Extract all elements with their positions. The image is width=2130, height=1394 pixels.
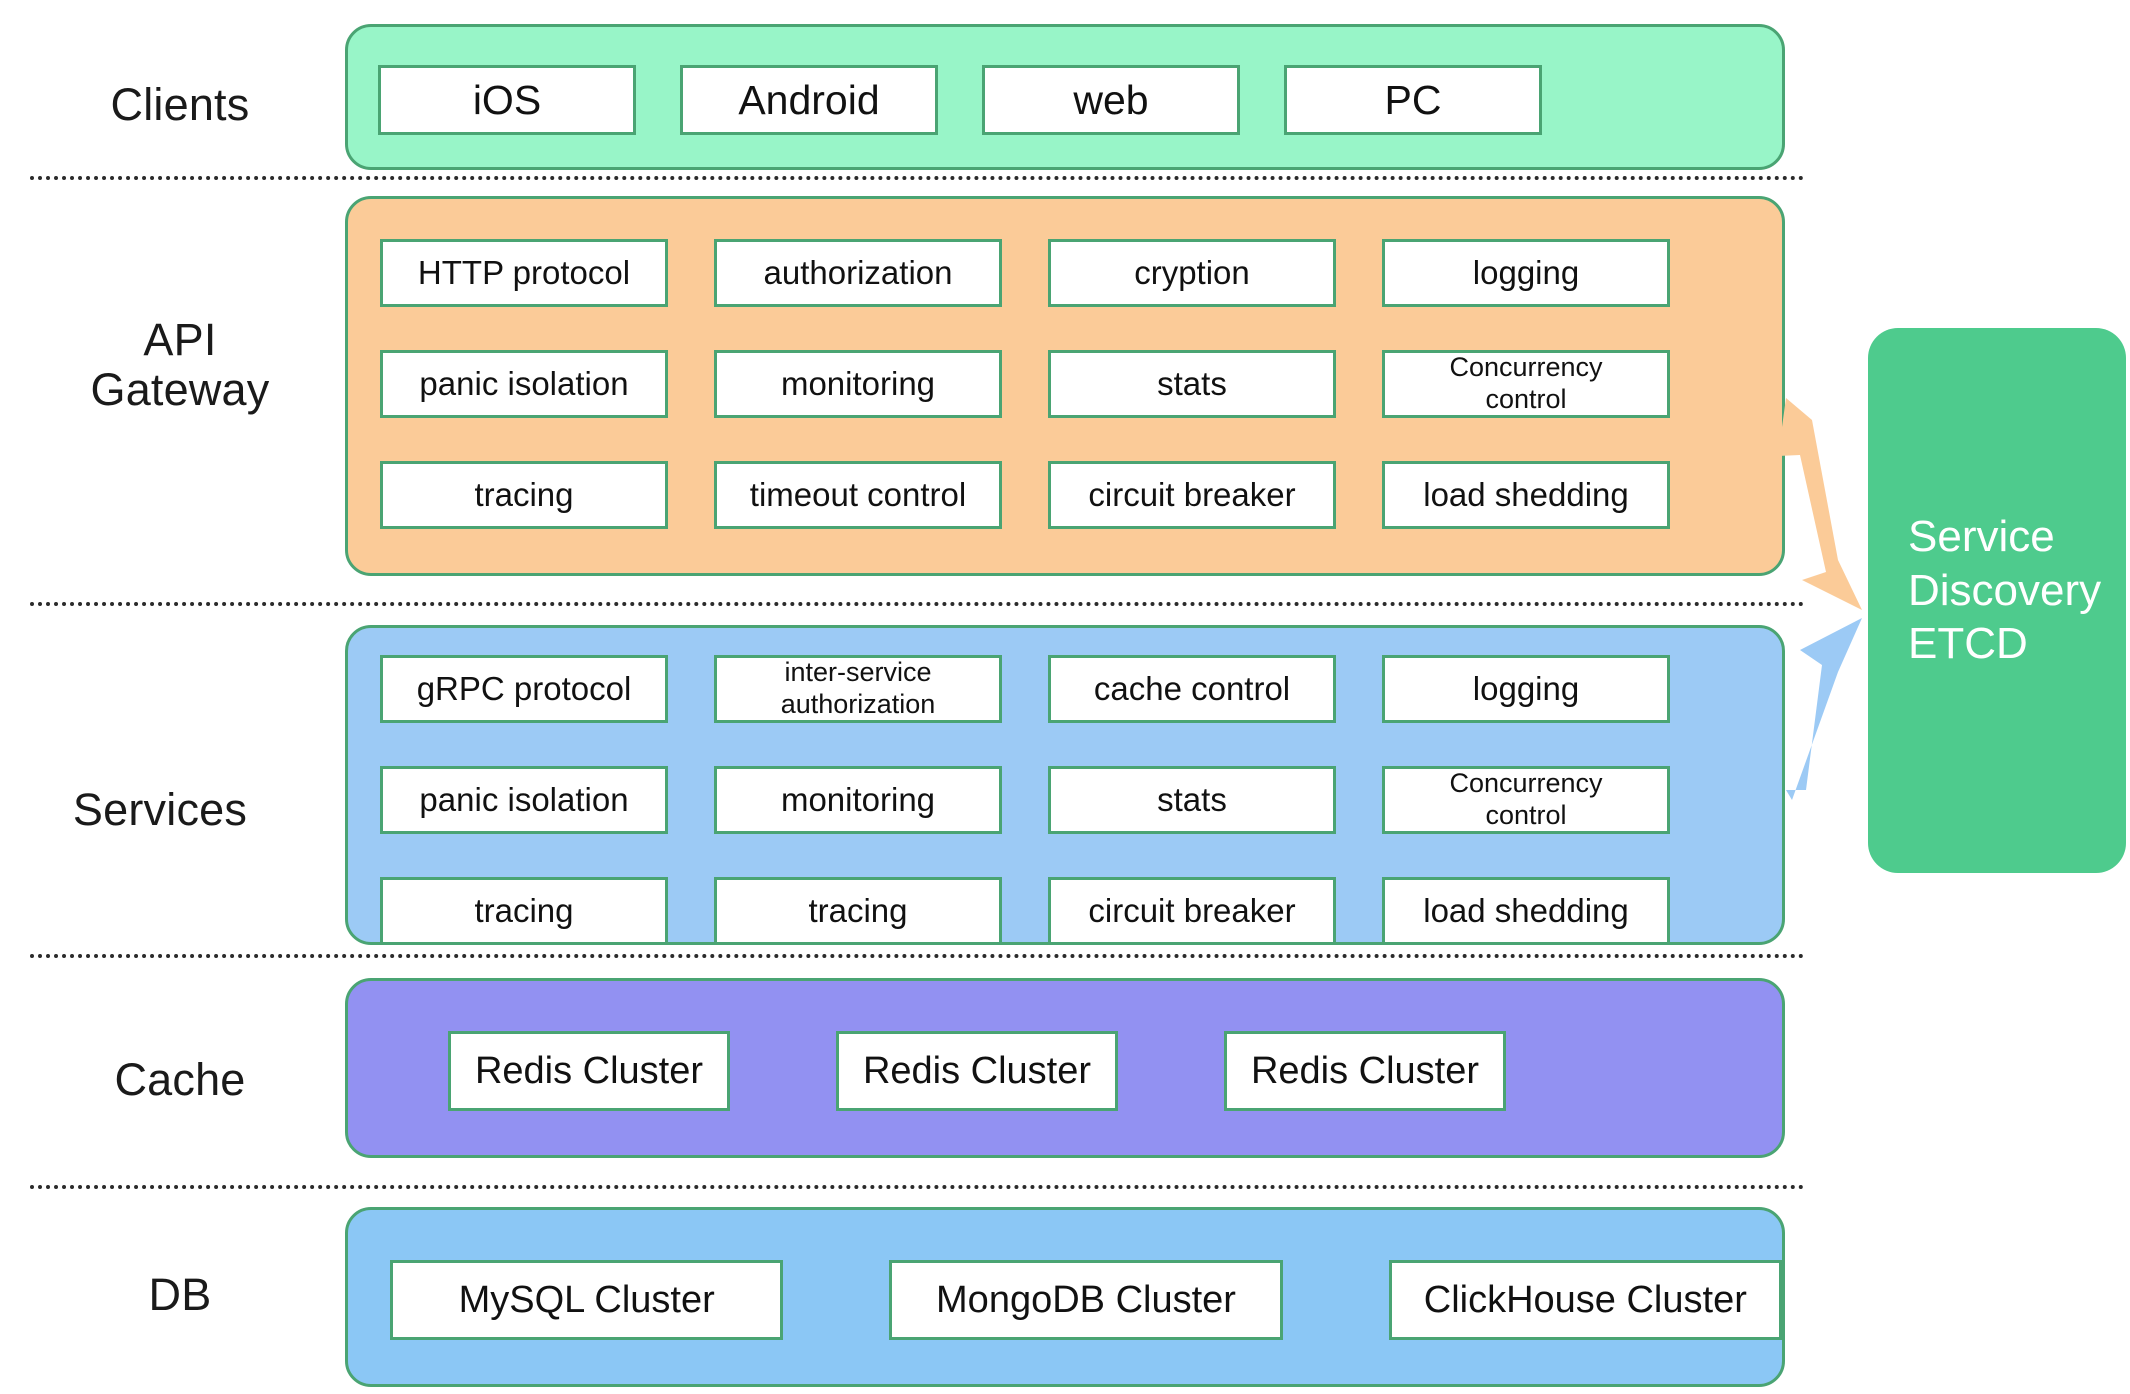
gateway-cell-logging[interactable]: logging: [1382, 239, 1670, 307]
services-cell-monitoring[interactable]: monitoring: [714, 766, 1002, 834]
client-cell-web[interactable]: web: [982, 65, 1240, 135]
gateway-cell-timeout-control[interactable]: timeout control: [714, 461, 1002, 529]
services-cell-inter-service-authorization[interactable]: inter-service authorization: [714, 655, 1002, 723]
services-row-3: tracing tracing circuit breaker load she…: [348, 877, 1782, 945]
services-cell-load-shedding[interactable]: load shedding: [1382, 877, 1670, 945]
row-label-cache: Cache: [114, 1054, 246, 1105]
gateway-cell-panic-isolation[interactable]: panic isolation: [380, 350, 668, 418]
gateway-cell-cryption[interactable]: cryption: [1048, 239, 1336, 307]
arrow-to-services-icon: [1786, 618, 1862, 800]
cache-cell-redis-cluster-1[interactable]: Redis Cluster: [448, 1031, 730, 1111]
gateway-cell-tracing[interactable]: tracing: [380, 461, 668, 529]
separator-gateway-services: [30, 602, 1805, 606]
cache-cell-redis-cluster-2[interactable]: Redis Cluster: [836, 1031, 1118, 1111]
panel-api-gateway: HTTP protocol authorization cryption log…: [345, 196, 1785, 576]
separator-clients-gateway: [30, 176, 1805, 180]
clients-cell-grid: iOS Android web PC: [348, 65, 1782, 135]
db-cell-clickhouse-cluster[interactable]: ClickHouse Cluster: [1388, 1260, 1782, 1340]
cache-cell-grid: Redis Cluster Redis Cluster Redis Cluste…: [348, 1031, 1782, 1111]
separator-services-cache: [30, 954, 1805, 958]
panel-services: gRPC protocol inter-service authorizatio…: [345, 625, 1785, 945]
gateway-cell-monitoring[interactable]: monitoring: [714, 350, 1002, 418]
gateway-cell-http-protocol[interactable]: HTTP protocol: [380, 239, 668, 307]
service-discovery-etcd-box[interactable]: Service Discovery ETCD: [1868, 328, 2126, 873]
client-cell-android[interactable]: Android: [680, 65, 938, 135]
gateway-cell-authorization[interactable]: authorization: [714, 239, 1002, 307]
row-label-db: DB: [148, 1269, 212, 1320]
services-cell-stats[interactable]: stats: [1048, 766, 1336, 834]
services-cell-concurrency-control[interactable]: Concurrency control: [1382, 766, 1670, 834]
services-row-2: panic isolation monitoring stats Concurr…: [348, 766, 1782, 834]
panel-cache: Redis Cluster Redis Cluster Redis Cluste…: [345, 978, 1785, 1158]
service-discovery-etcd-label: Service Discovery ETCD: [1908, 512, 2102, 669]
client-cell-ios[interactable]: iOS: [378, 65, 636, 135]
services-cell-logging[interactable]: logging: [1382, 655, 1670, 723]
services-cell-tracing-2[interactable]: tracing: [714, 877, 1002, 945]
services-cell-tracing-1[interactable]: tracing: [380, 877, 668, 945]
db-cell-mongodb-cluster[interactable]: MongoDB Cluster: [889, 1260, 1283, 1340]
services-cell-panic-isolation[interactable]: panic isolation: [380, 766, 668, 834]
services-cell-cache-control[interactable]: cache control: [1048, 655, 1336, 723]
row-label-clients: Clients: [110, 79, 250, 130]
gateway-cell-stats[interactable]: stats: [1048, 350, 1336, 418]
row-label-services: Services: [72, 784, 248, 835]
services-cell-grpc-protocol[interactable]: gRPC protocol: [380, 655, 668, 723]
separator-cache-db: [30, 1185, 1805, 1189]
client-cell-pc[interactable]: PC: [1284, 65, 1542, 135]
gateway-row-1: HTTP protocol authorization cryption log…: [348, 239, 1782, 307]
gateway-cell-concurrency-control[interactable]: Concurrency control: [1382, 350, 1670, 418]
services-cell-circuit-breaker[interactable]: circuit breaker: [1048, 877, 1336, 945]
arrow-to-gateway-icon: [1778, 398, 1862, 610]
panel-db: MySQL Cluster MongoDB Cluster ClickHouse…: [345, 1207, 1785, 1387]
db-cell-grid: MySQL Cluster MongoDB Cluster ClickHouse…: [348, 1260, 1782, 1340]
panel-clients: iOS Android web PC: [345, 24, 1785, 170]
gateway-cell-circuit-breaker[interactable]: circuit breaker: [1048, 461, 1336, 529]
gateway-row-2: panic isolation monitoring stats Concurr…: [348, 350, 1782, 418]
db-cell-mysql-cluster[interactable]: MySQL Cluster: [390, 1260, 784, 1340]
services-row-1: gRPC protocol inter-service authorizatio…: [348, 655, 1782, 723]
gateway-cell-load-shedding[interactable]: load shedding: [1382, 461, 1670, 529]
cache-cell-redis-cluster-3[interactable]: Redis Cluster: [1224, 1031, 1506, 1111]
row-label-api-gateway: API Gateway: [90, 314, 270, 416]
gateway-row-3: tracing timeout control circuit breaker …: [348, 461, 1782, 529]
